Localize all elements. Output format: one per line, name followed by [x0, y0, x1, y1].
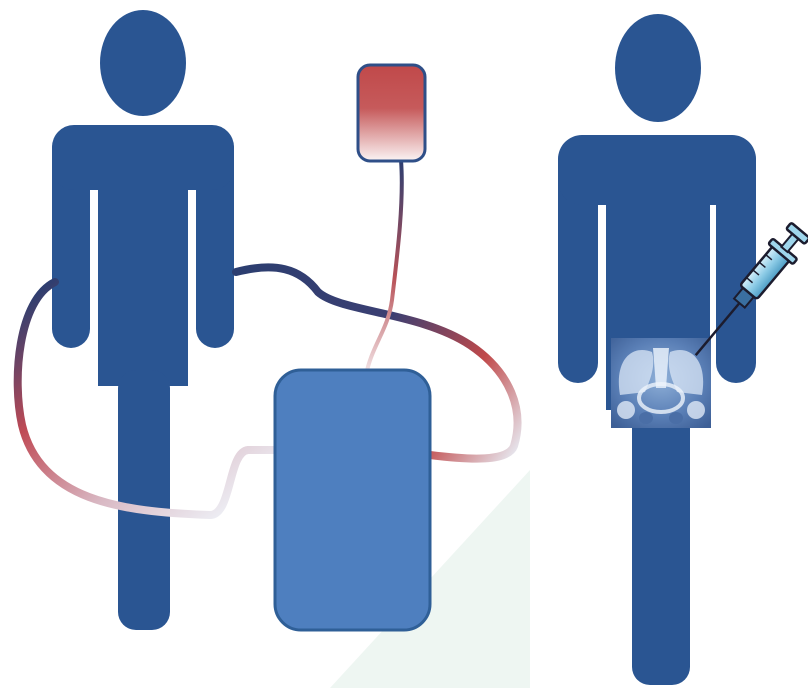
left-person-leg-left	[118, 370, 170, 630]
pelvis-xray-icon	[611, 338, 711, 428]
blood-bag-icon	[358, 65, 425, 161]
tube-bag-line	[366, 160, 402, 375]
left-person-torso	[98, 150, 188, 386]
right-person-leg	[632, 400, 690, 685]
left-person-icon	[52, 10, 234, 630]
right-person-head	[615, 14, 701, 122]
left-person-head	[100, 10, 186, 116]
apheresis-machine-icon	[275, 370, 430, 630]
